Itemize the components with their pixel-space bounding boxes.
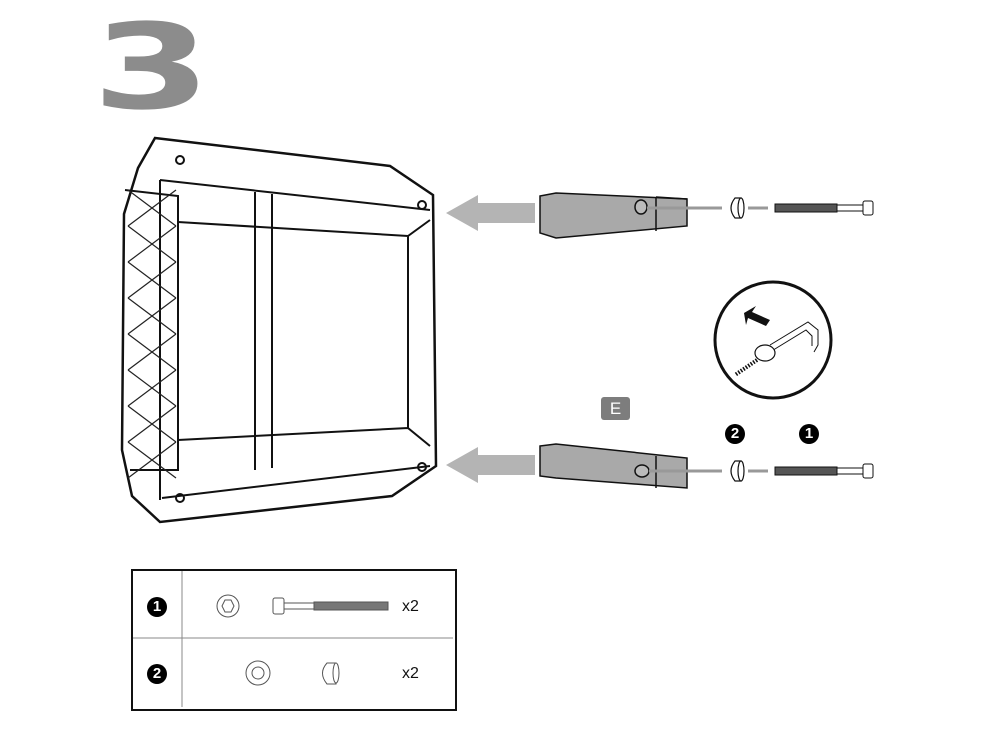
arrow-left-icon	[446, 195, 535, 231]
hex-socket-view-icon	[216, 594, 240, 618]
part-label-e: E	[601, 397, 630, 420]
quantity-label: x2	[402, 665, 419, 682]
lattice-pattern	[127, 189, 177, 479]
leg-bar-top	[539, 192, 722, 239]
seat-frame	[120, 136, 438, 524]
bolt-icon	[774, 200, 874, 216]
parts-table	[131, 569, 457, 711]
step-number: 3	[92, 0, 212, 136]
row-number-badge: 2	[147, 664, 167, 684]
bolt-icon	[272, 597, 389, 615]
callout-badge-2: 2	[725, 424, 745, 444]
cap-nut-icon	[322, 662, 340, 685]
cap-nut-icon	[730, 460, 745, 482]
bolt-icon	[774, 463, 874, 479]
callout-badge-1: 1	[799, 424, 819, 444]
quantity-label: x2	[402, 598, 419, 615]
washer-icon	[245, 660, 271, 686]
cap-nut-icon	[730, 197, 745, 219]
row-number-badge: 1	[147, 597, 167, 617]
arrow-left-icon	[446, 447, 535, 483]
parts-table-lines	[133, 571, 453, 707]
arrow-icon	[744, 306, 770, 326]
leg-bar-bottom	[539, 443, 722, 489]
detail-hex-key-view	[713, 280, 833, 400]
